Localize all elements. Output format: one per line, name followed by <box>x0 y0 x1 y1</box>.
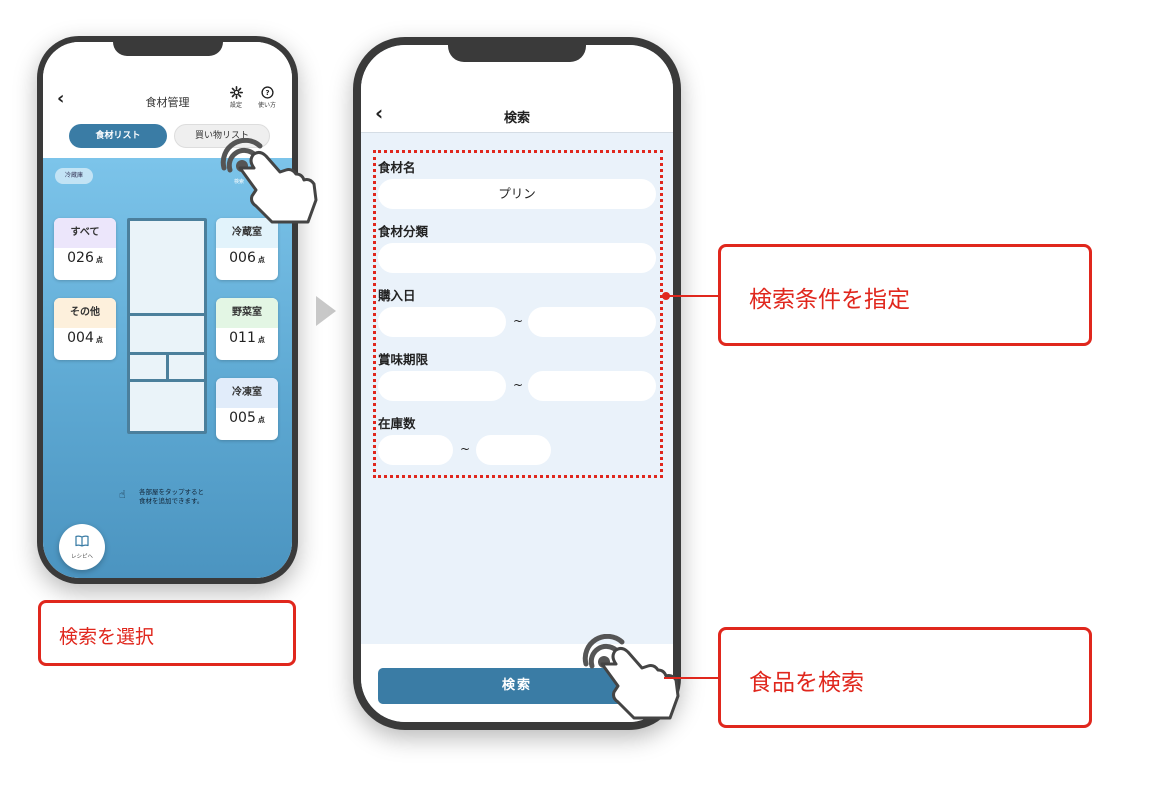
category-count: 004 <box>67 330 94 346</box>
search-button[interactable]: 検索 <box>229 164 249 185</box>
callout-text: 検索条件を指定 <box>749 287 910 313</box>
stock-count-from-input[interactable] <box>378 435 453 465</box>
category-name: すべて <box>54 218 116 248</box>
conditions-highlight <box>373 150 663 478</box>
callout-set-conditions: 検索条件を指定 <box>718 244 1092 346</box>
settings-button[interactable]: 設定 <box>224 86 248 109</box>
count-unit: 点 <box>257 336 265 344</box>
fridge-illustration <box>127 218 207 434</box>
fridge-chip[interactable]: 冷蔵庫 <box>55 168 93 184</box>
connector-line <box>666 295 718 297</box>
page-title: 食材管理 <box>145 96 190 109</box>
hint-line-1: 各部屋をタップすると <box>139 488 204 496</box>
connector-line <box>664 677 718 679</box>
callout-search-food: 食品を検索 <box>718 627 1092 728</box>
food-name-input[interactable]: プリン <box>378 179 656 209</box>
range-separator: ~ <box>460 442 471 456</box>
expiry-date-label: 賞味期限 <box>378 352 429 367</box>
category-name: その他 <box>54 298 116 328</box>
count-unit: 点 <box>95 336 103 344</box>
category-count: 006 <box>229 250 256 266</box>
tab-food-list[interactable]: 食材リスト <box>69 124 167 148</box>
help-button[interactable]: ? 使い方 <box>255 86 279 109</box>
page-title: 検索 <box>503 111 530 126</box>
search-label: 検索 <box>233 179 244 185</box>
food-category-input[interactable] <box>378 243 656 273</box>
back-chevron-icon[interactable]: ‹ <box>375 101 384 125</box>
recipe-button[interactable]: レシピへ <box>59 524 105 570</box>
food-management-screen: ‹ 食材管理 設定 ? 使い方 食材リスト 買い物リスト 冷蔵庫 <box>43 42 292 578</box>
purchase-date-from-input[interactable] <box>378 307 506 337</box>
flow-arrow <box>316 296 336 326</box>
book-icon <box>75 535 89 547</box>
small-compartment-right[interactable] <box>169 355 204 379</box>
callout-text: 食品を検索 <box>749 670 864 696</box>
phone-notch <box>113 36 223 56</box>
help-label: 使い方 <box>257 102 276 109</box>
food-name-label: 食材名 <box>378 160 416 175</box>
stock-count-label: 在庫数 <box>378 416 416 431</box>
small-compartment-left[interactable] <box>130 355 166 379</box>
vegetable-compartment[interactable] <box>130 316 204 352</box>
phone-food-management: ‹ 食材管理 設定 ? 使い方 食材リスト 買い物リスト 冷蔵庫 <box>37 36 298 584</box>
tap-hand-icon <box>220 138 318 224</box>
category-name: 冷凍室 <box>216 378 278 408</box>
svg-text:?: ? <box>265 88 269 97</box>
category-count: 026 <box>67 250 94 266</box>
search-button[interactable]: 検索 <box>378 668 656 704</box>
help-icon: ? <box>260 86 274 99</box>
tap-hint: ☝ 各部屋をタップすると 食材を追加できます。 <box>119 488 251 506</box>
callout-text: 検索を選択 <box>59 626 155 648</box>
food-category-label: 食材分類 <box>378 224 429 239</box>
stock-count-to-input[interactable] <box>476 435 551 465</box>
category-name: 野菜室 <box>216 298 278 328</box>
category-count: 011 <box>229 330 256 346</box>
phone-search: ‹ 検索 食材名 プリン 食材分類 購入日 ~ 賞味期限 ~ 在庫数 ~ 検索 <box>353 37 681 730</box>
count-unit: 点 <box>257 256 265 264</box>
freezer-compartment[interactable] <box>130 382 204 431</box>
hand-pointer-icon: ☝ <box>119 488 126 501</box>
expiry-date-to-input[interactable] <box>528 371 656 401</box>
back-chevron-icon[interactable]: ‹ <box>57 88 65 109</box>
recipe-label: レシピへ <box>70 554 93 560</box>
fridge-compartment[interactable] <box>130 221 204 313</box>
range-separator: ~ <box>513 314 524 328</box>
count-unit: 点 <box>257 416 265 424</box>
hint-line-2: 食材を追加できます。 <box>139 497 204 505</box>
expiry-date-from-input[interactable] <box>378 371 506 401</box>
purchase-date-label: 購入日 <box>378 288 416 303</box>
tap-hand-icon <box>582 634 680 720</box>
category-count: 005 <box>229 410 256 426</box>
range-separator: ~ <box>513 378 524 392</box>
phone-notch <box>448 37 586 62</box>
category-name: 冷蔵室 <box>216 218 278 248</box>
purchase-date-to-input[interactable] <box>528 307 656 337</box>
settings-label: 設定 <box>229 102 242 109</box>
header: ‹ 食材管理 設定 ? 使い方 食材リスト 買い物リスト <box>43 42 292 158</box>
callout-select-search: 検索を選択 <box>38 600 296 666</box>
gear-icon <box>229 86 243 99</box>
search-screen: ‹ 検索 食材名 プリン 食材分類 購入日 ~ 賞味期限 ~ 在庫数 ~ 検索 <box>361 45 673 722</box>
count-unit: 点 <box>95 256 103 264</box>
footer: 検索 <box>361 644 673 722</box>
